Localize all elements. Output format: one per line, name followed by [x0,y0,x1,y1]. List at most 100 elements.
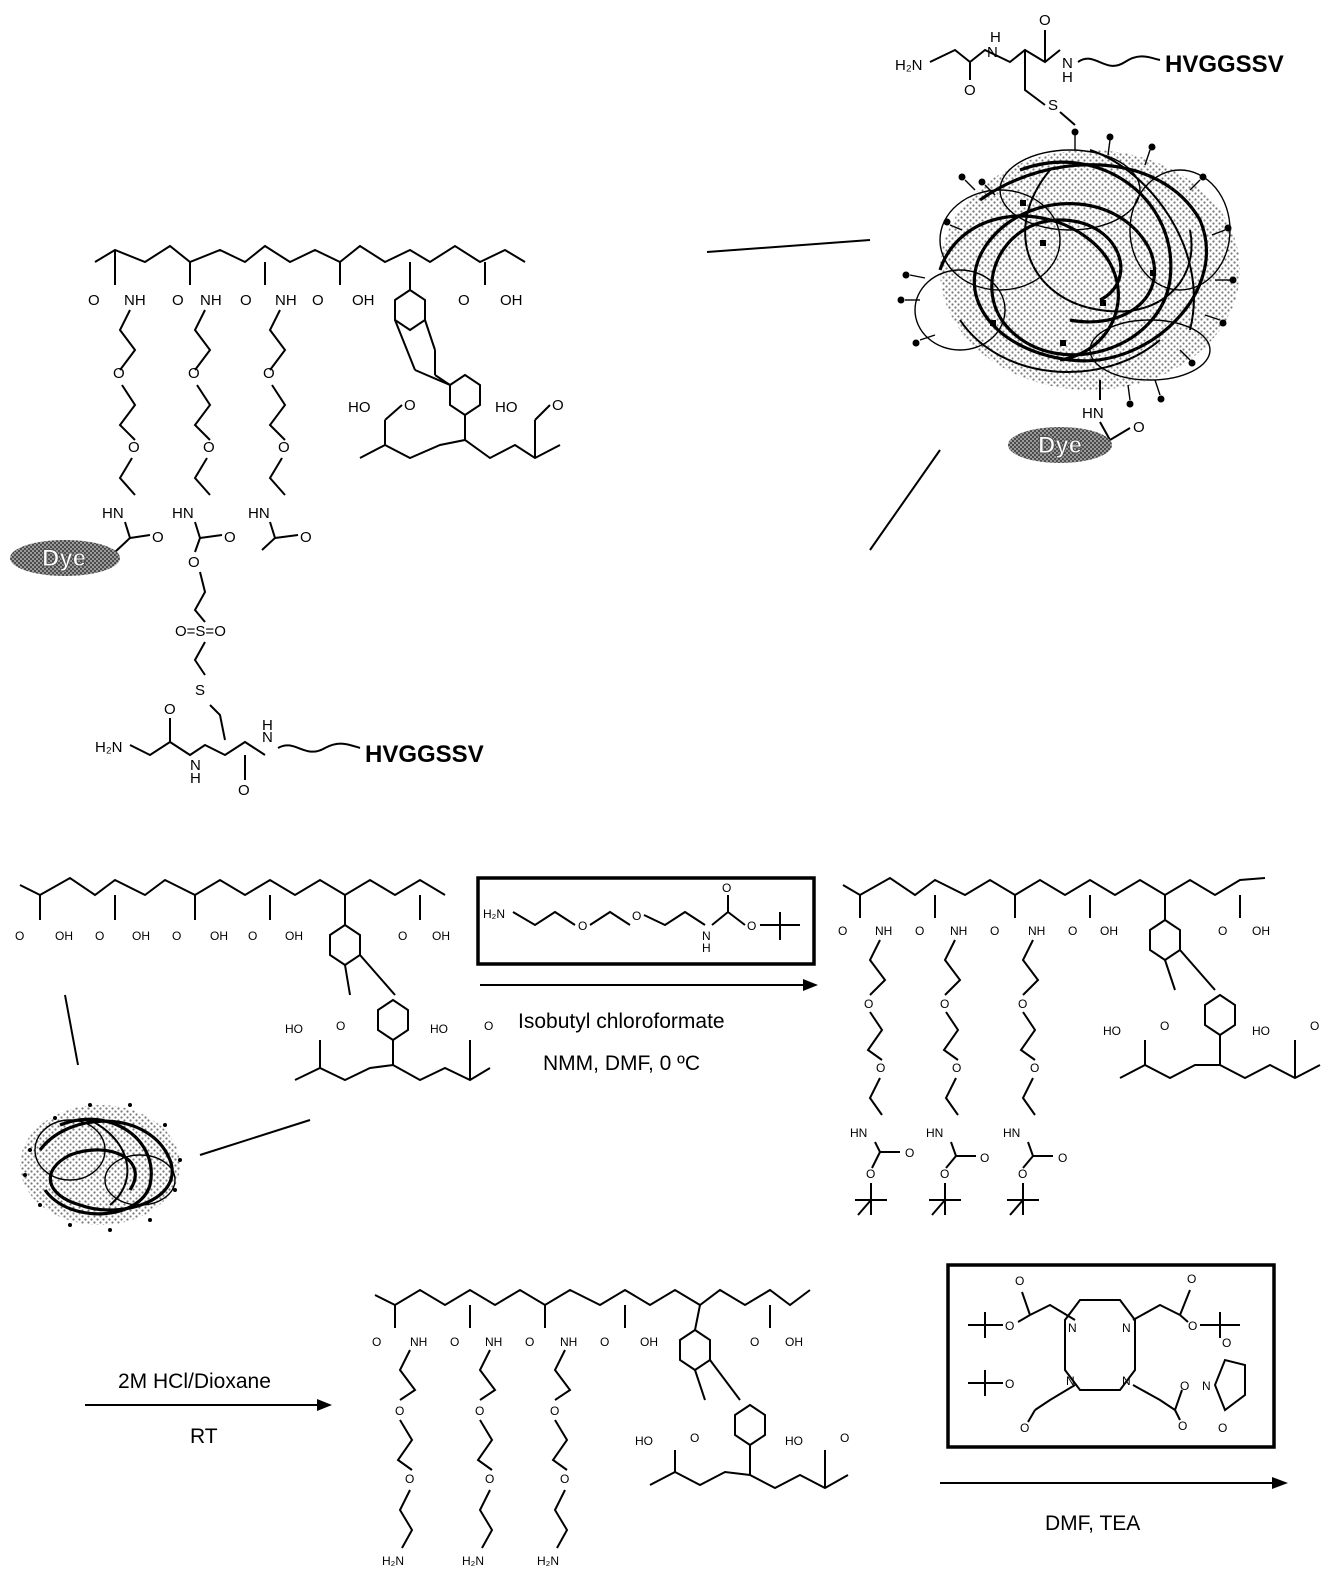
hn-label: HN [172,505,194,522]
step1-reagent-box: H₂N O O N H O O [478,878,814,964]
oxygen-label: O [1178,1419,1187,1433]
starting-polymer: O OH O OH O OH O OH O OH HO O HO O [15,878,493,1080]
deprotected-amine-polymer: O NH O NH O NH O OH O OH O O O O O O [372,1290,849,1568]
oxygen-label: O [1020,1421,1029,1435]
oxygen-label: O [1133,419,1145,436]
sulfur-label: S [1048,97,1058,114]
oxygen-label: O [952,1061,961,1075]
oh-label: OH [285,929,303,943]
step1-arrow [480,979,818,991]
oxygen-label: O [750,1335,759,1349]
oxygen-label: O [278,439,290,456]
ho-label: HO [785,1434,803,1448]
nh-label: NH [485,1335,502,1349]
top-peptide-structure: H₂N O H N O N H HVGGSSV S [895,12,1284,125]
oxygen-label: O [838,924,847,938]
zoom-line [200,1120,310,1155]
nh-label: NH [124,292,146,309]
dota-nhs-reagent-box: N N N N O O O O O O O O N O O [948,1265,1274,1447]
oxygen-label: O [560,1472,569,1486]
oxygen-label: O [632,909,641,923]
oxygen-label: O [747,919,756,933]
peptide-sequence: HVGGSSV [365,741,484,768]
nh-label: NH [950,924,967,938]
oxygen-label: O [940,1167,949,1181]
oh-label: OH [432,929,450,943]
oh-label: OH [1100,924,1118,938]
h2n-label: H₂N [462,1554,484,1568]
step2-arrow [85,1399,332,1411]
oxygen-label: O [1018,997,1027,1011]
hn-label: HN [1082,405,1104,422]
oxygen-label: O [336,1019,345,1033]
step3-arrow [940,1477,1288,1489]
oxygen-label: O [240,292,252,309]
hn-label: HN [248,505,270,522]
nh-label: NH [410,1335,427,1349]
step1-reagent-text: Isobutyl chloroformate [518,1010,725,1033]
oxygen-label: O [550,1404,559,1418]
zoom-line [707,240,870,252]
nanoparticle-large [898,129,1241,408]
oxygen-label: O [964,82,976,99]
oxygen-label: O [1058,1151,1067,1165]
oxygen-label: O [152,529,164,546]
h-label: H [702,941,711,955]
oxygen-label: O [404,397,416,414]
oxygen-label: O [95,929,104,943]
oxygen-label: O [1222,1336,1231,1350]
oxygen-label: O [300,529,312,546]
h2n-label: H₂N [483,907,505,921]
oxygen-label: O [990,924,999,938]
oxygen-label: O [1310,1019,1319,1033]
n-label: N [1122,1321,1131,1335]
oxygen-label: O [866,1167,875,1181]
dye-label-top: Dye [1038,432,1082,459]
oxygen-label: O [1018,1167,1027,1181]
oxygen-label: O [395,1404,404,1418]
n-label: N [1202,1379,1211,1393]
oxygen-label: O [600,1335,609,1349]
oh-label: OH [55,929,73,943]
oxygen-label: O [1218,1421,1227,1435]
oxygen-label: O [312,292,324,309]
step2-reagent-text: 2M HCl/Dioxane [118,1370,271,1393]
ho-label: HO [1252,1024,1270,1038]
hn-label: HN [1003,1126,1020,1140]
oxygen-label: O [128,439,140,456]
oxygen-label: O [172,292,184,309]
dye-label-left: Dye [42,545,86,572]
oxygen-label: O [398,929,407,943]
ho-label: HO [1103,1024,1121,1038]
oxygen-label: O [980,1151,989,1165]
ho-label: HO [285,1022,303,1036]
oxygen-label: O [1187,1272,1196,1286]
n-label: N [1068,1321,1077,1335]
boc-protected-polymer: O NH O NH O NH O OH O OH O O O O O O [838,878,1320,1215]
oh-label: OH [352,292,375,309]
h-label: H [190,770,201,787]
oxygen-label: O [203,439,215,456]
oxygen-label: O [372,1335,381,1349]
zoom-line [870,450,940,550]
oxygen-label: O [238,782,250,799]
oxygen-label: O [578,919,587,933]
oxygen-label: O [1068,924,1077,938]
oxygen-label: O [1188,1319,1197,1333]
sulfone-label: O=S=O [175,623,226,640]
oxygen-label: O [475,1404,484,1418]
step3-conditions-text: DMF, TEA [1045,1512,1140,1535]
oxygen-label: O [1005,1377,1014,1391]
nanoparticle-small [20,1103,182,1232]
nh-label: NH [275,292,297,309]
oxygen-label: O [1160,1019,1169,1033]
oxygen-label: O [525,1335,534,1349]
oxygen-label: O [690,1431,699,1445]
sulfur-label: S [195,682,205,699]
oxygen-label: O [1005,1319,1014,1333]
hn-label: HN [926,1126,943,1140]
oxygen-label: O [164,701,176,718]
oxygen-label: O [1030,1061,1039,1075]
oxygen-label: O [1039,12,1051,29]
oh-label: OH [1252,924,1270,938]
